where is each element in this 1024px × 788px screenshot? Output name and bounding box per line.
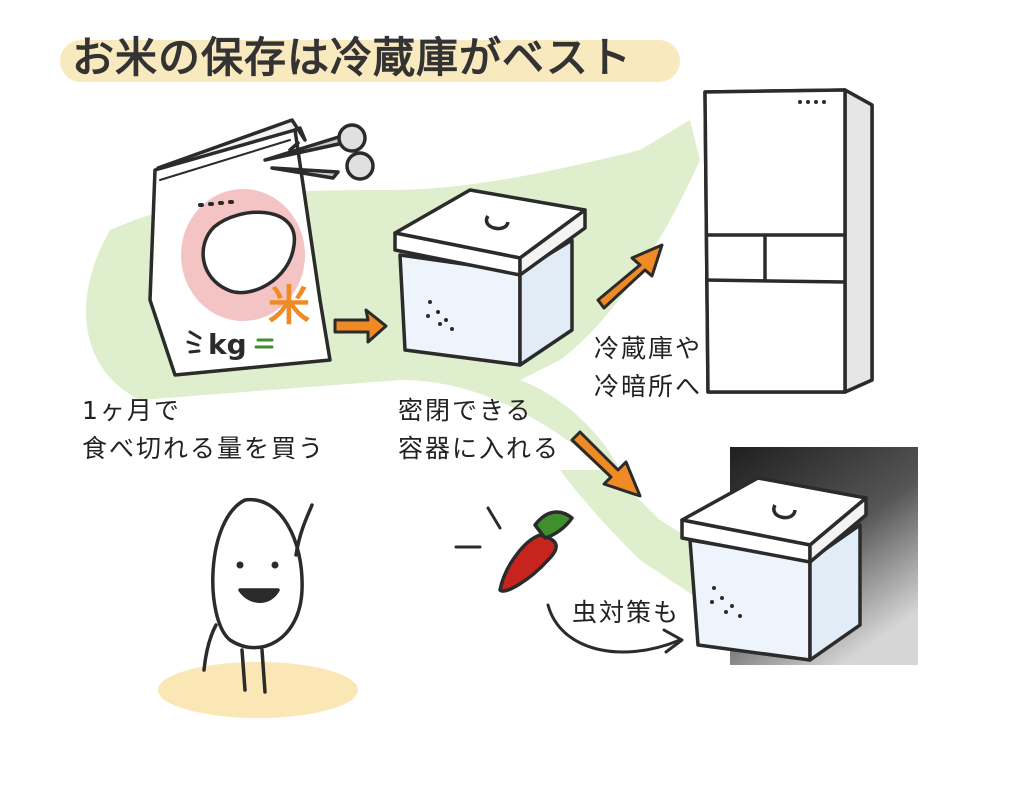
step-3-line-2: 冷暗所へ (594, 372, 703, 401)
curved-arrow-icon (546, 603, 682, 654)
bag-weight-label: kg (208, 328, 247, 361)
chili-pepper-icon (498, 510, 574, 593)
ground-shadow (158, 662, 358, 718)
step-4-line-1: 虫対策も (572, 598, 681, 627)
arrow-up-right-icon (596, 243, 664, 310)
page-title: お米の保存は冷蔵庫がベスト (72, 33, 632, 82)
step-1-line-2: 食べ切れる量を買う (82, 434, 326, 463)
rice-bag-icon (148, 118, 332, 377)
bag-green-mark (254, 338, 274, 349)
step-3-caption: 冷蔵庫や 冷暗所へ (594, 330, 702, 406)
arrow-right-icon (333, 308, 388, 344)
title-banner: お米の保存は冷蔵庫がベスト (60, 26, 680, 90)
arrow-down-right-icon (570, 430, 642, 498)
refrigerator-icon (703, 88, 874, 394)
bag-kanji: 米 (268, 281, 310, 330)
bag-decor-lines (186, 330, 202, 354)
step-2-line-2: 容器に入れる (398, 434, 561, 463)
curved-arrow-head (662, 628, 684, 654)
container-icon-lower (680, 476, 868, 662)
rice-grain-character-icon (202, 498, 314, 694)
container-icon (393, 188, 587, 367)
chili-accent-lines (454, 506, 502, 549)
step-2-caption: 密閉できる 容器に入れる (398, 392, 560, 468)
title-highlight (60, 40, 680, 82)
step-4-caption: 虫対策も (572, 594, 680, 632)
step-1-caption: 1ヶ月で 食べ切れる量を買う (82, 392, 325, 468)
scissors-icon (263, 123, 375, 181)
step-3-line-1: 冷蔵庫や (594, 334, 703, 363)
step-2-line-1: 密閉できる (398, 396, 533, 425)
step-1-line-1: 1ヶ月で (82, 396, 181, 425)
